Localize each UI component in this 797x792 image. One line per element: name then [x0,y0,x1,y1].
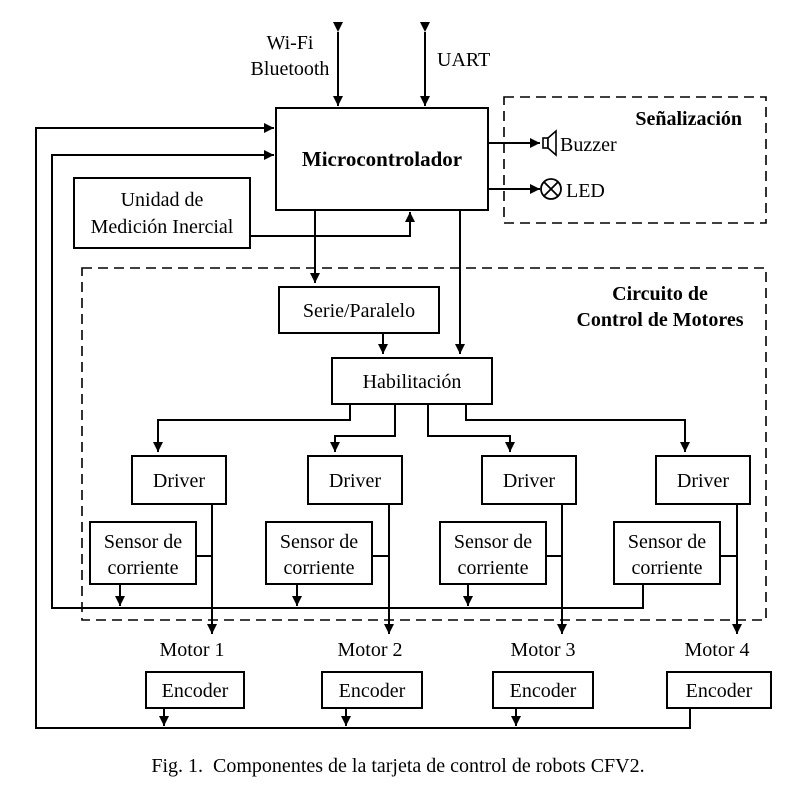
current-sensor-1-label-line1: Sensor de [104,531,182,553]
bluetooth-label: Bluetooth [251,58,330,80]
current-sensor-4-label-line1: Sensor de [628,531,706,553]
current-sensor-2-label-line1: Sensor de [280,531,358,553]
current-sensor-3-label-line2: corriente [457,557,528,579]
signaling-title: Señalización [635,108,742,130]
encoder-feedback-bus [35,123,691,729]
driver-2-block [307,455,403,505]
enable-block [331,357,493,405]
current-sensor-3-block [439,521,547,585]
imu-label-line1: Unidad de [121,189,204,211]
motor-control-title-line2: Control de Motores [576,309,743,331]
encoder-4-block [666,671,772,709]
signaling-region [503,96,767,224]
motor-3-label: Motor 3 [511,639,576,661]
driver-4-label: Driver [677,470,730,492]
current-sensor-2-label-line2: corriente [283,557,354,579]
driver-3-block [481,455,577,505]
enable-to-driver-2-wire [330,404,396,452]
current-sensor-2-block [265,521,373,585]
encoder-1-label: Encoder [162,680,229,702]
encoder-3-block [492,671,594,709]
motor-1-label: Motor 1 [160,639,225,661]
driver-2-label: Driver [329,470,382,492]
figure-caption: Fig. 1. Componentes de la tarjeta de con… [151,755,644,777]
imu-block [73,177,251,249]
motor-2-label: Motor 2 [338,639,403,661]
enable-to-driver-3-wire [427,404,515,452]
serial-parallel-label: Serie/Paralelo [303,300,415,322]
microcontroller-label: Microcontrolador [302,147,462,171]
sensor-feedback-bus [51,150,644,609]
imu-label-line2: Medición Inercial [91,216,234,238]
current-sensor-4-block [613,521,721,585]
uart-label: UART [437,49,490,71]
driver-4-block [655,455,751,505]
imu-to-mcu-wire [250,212,415,237]
speaker-icon [542,129,557,157]
motor-control-title-line1: Circuito de [612,283,708,305]
driver-1-label: Driver [153,470,206,492]
wifi-label: Wi-Fi [267,32,314,54]
serial-parallel-block [278,286,440,334]
encoder-2-block [321,671,423,709]
led-icon [540,178,562,200]
enable-to-driver-4-wire [465,404,690,452]
driver-1-block [131,455,227,505]
led-label: LED [566,180,605,202]
enable-to-driver-1-wire [153,404,351,452]
motor-control-region [81,267,767,621]
encoder-3-label: Encoder [510,680,577,702]
motor-4-label: Motor 4 [685,639,750,661]
current-sensor-1-label-line2: corriente [107,557,178,579]
current-sensor-1-block [89,521,197,585]
encoder-1-block [145,671,245,709]
driver-3-label: Driver [503,470,556,492]
current-sensor-3-label-line1: Sensor de [454,531,532,553]
current-sensor-4-label-line2: corriente [631,557,702,579]
encoder-2-label: Encoder [339,680,406,702]
buzzer-label: Buzzer [560,134,617,156]
encoder-4-label: Encoder [686,680,753,702]
enable-label: Habilitación [363,371,462,393]
microcontroller-block [275,107,489,211]
